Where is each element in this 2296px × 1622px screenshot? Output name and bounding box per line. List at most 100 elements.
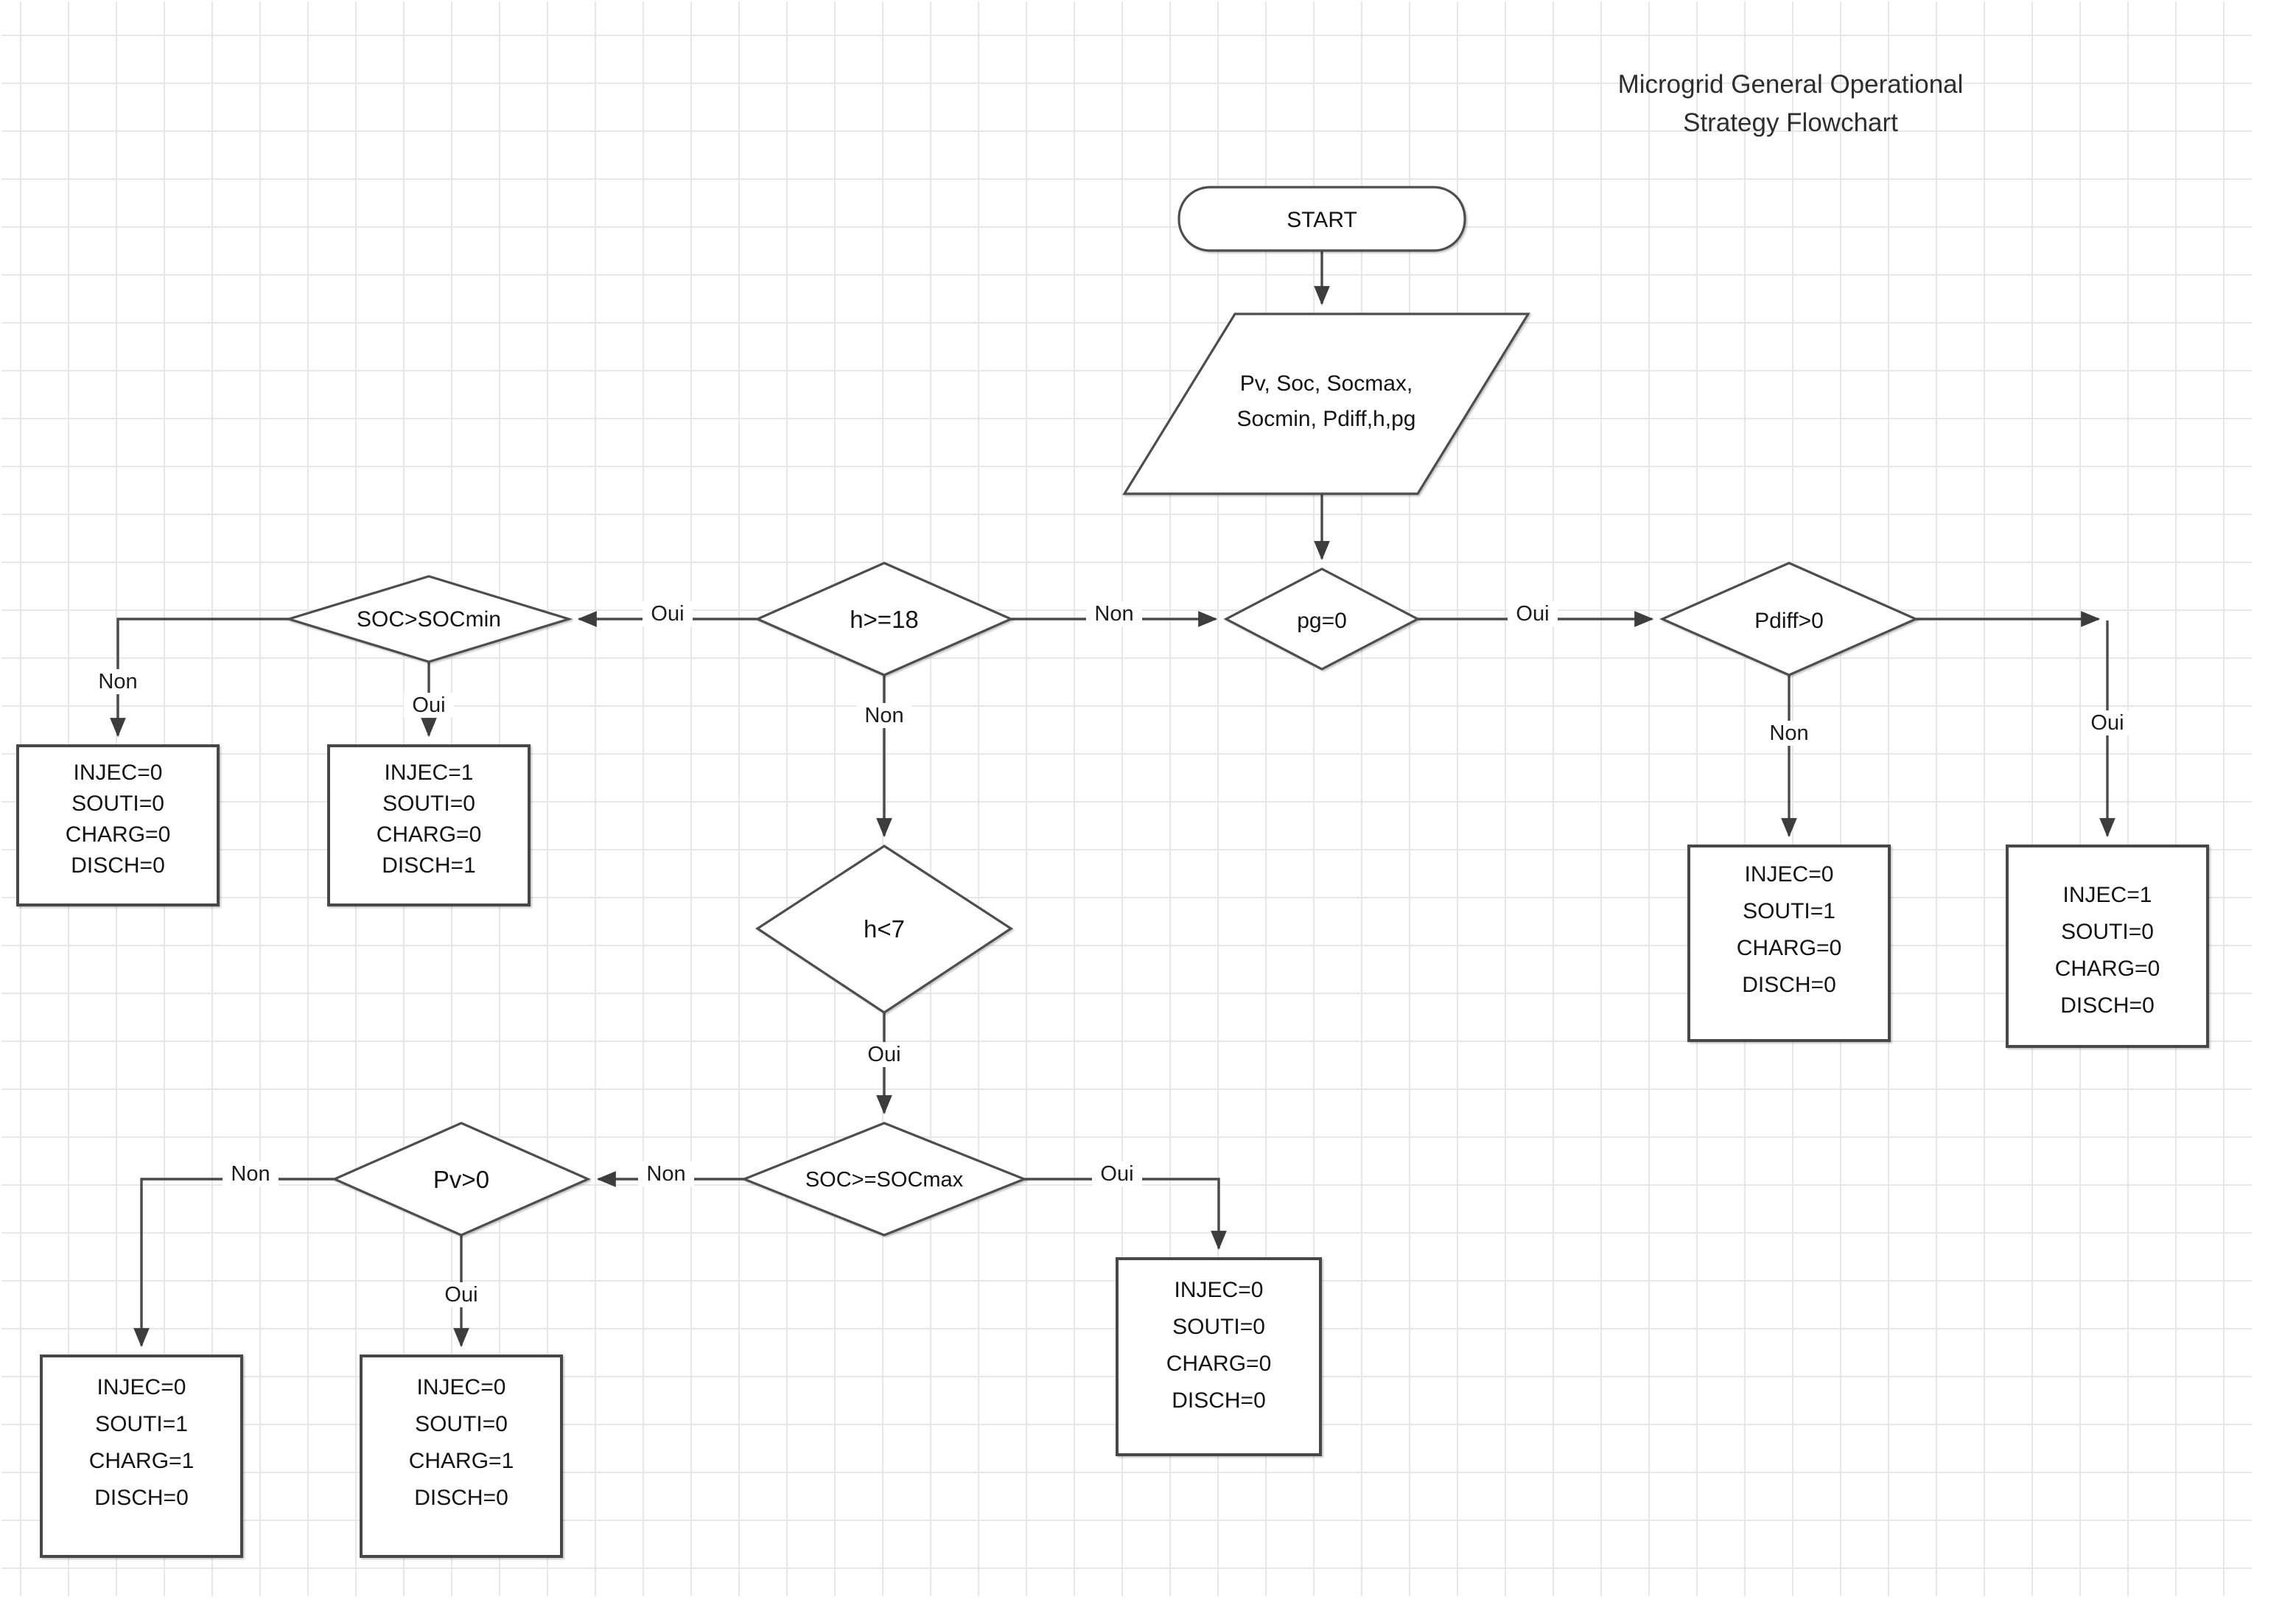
edge-label-socmax-pv: Non <box>638 1161 694 1186</box>
box-line: CHARG=1 <box>89 1449 195 1473</box>
edge-label-text: Non <box>98 670 137 693</box>
node-box-pv-oui: INJEC=0 SOUTI=0 CHARG=1 DISCH=0 <box>360 1354 563 1558</box>
edge-label-text: Non <box>1769 721 1808 745</box>
node-decision-h7: h<7 <box>755 845 1013 1014</box>
edge-label-pv-non: Non <box>223 1161 279 1186</box>
box-line: DISCH=0 <box>94 1486 189 1510</box>
box-line: SOUTI=0 <box>415 1412 508 1436</box>
box-line: DISCH=0 <box>1742 973 1836 997</box>
edge-label-h18-h7: Non <box>856 703 912 728</box>
inputs-parallelogram-shape <box>1122 312 1530 495</box>
edge-socmax-to-box-oui <box>1024 1178 1227 1251</box>
pdiff-diamond-shape <box>1659 562 1919 677</box>
start-label: START <box>1287 208 1357 232</box>
edge-label-socmax-oui: Oui <box>1092 1161 1142 1186</box>
h18-diamond-shape <box>755 562 1014 677</box>
node-box-socmin-non: INJEC=0 SOUTI=0 CHARG=0 DISCH=0 <box>16 744 220 906</box>
edge-labels: Non Oui Oui Non Oui Non Oui Non <box>90 601 2132 1307</box>
box-line: SOUTI=1 <box>95 1412 188 1436</box>
edge-label-text: Non <box>864 704 903 727</box>
pg-label: pg=0 <box>1297 609 1347 633</box>
node-inputs: Pv, Soc, Socmax, Socmin, Pdiff,h,pg <box>1122 312 1530 495</box>
node-box-pdiff-non: INJEC=0 SOUTI=1 CHARG=0 DISCH=0 <box>1687 845 1891 1042</box>
node-decision-pdiff: Pdiff>0 <box>1659 562 1919 677</box>
box-line: SOUTI=0 <box>2061 920 2154 944</box>
nodes: START Pv, Soc, Socmax, Socmin, Pdiff,h,p… <box>16 186 2209 1558</box>
edge-label-h18-socmin: Oui <box>643 601 693 626</box>
node-box-pdiff-oui: INJEC=1 SOUTI=0 CHARG=0 DISCH=0 <box>2006 845 2209 1048</box>
box-line: INJEC=0 <box>74 761 163 785</box>
socmax-diamond-shape <box>741 1122 1028 1237</box>
title-line-1: Microgrid General Operational <box>1618 70 1964 99</box>
socmin-label: SOC>SOCmin <box>357 607 501 632</box>
pdiff-label: Pdiff>0 <box>1754 609 1824 633</box>
box-pv-oui-shape <box>360 1354 563 1558</box>
node-decision-socmin: SOC>SOCmin <box>284 575 573 663</box>
edge-label-socmin-non: Non <box>90 669 146 694</box>
h7-label: h<7 <box>864 915 905 943</box>
edge-label-pdiff-non: Non <box>1761 721 1817 746</box>
box-line: DISCH=0 <box>71 853 165 878</box>
node-decision-socmax: SOC>=SOCmax <box>741 1122 1028 1237</box>
node-decision-h18: h>=18 <box>755 562 1014 677</box>
edge-label-text: Oui <box>444 1283 477 1307</box>
edge-label-text: Non <box>646 1162 685 1186</box>
box-line: CHARG=0 <box>2055 957 2160 981</box>
node-decision-pg: pg=0 <box>1223 567 1421 671</box>
h18-label: h>=18 <box>850 606 919 633</box>
box-line: CHARG=0 <box>66 822 171 847</box>
edge-label-pg-pdiff: Oui <box>1508 601 1558 626</box>
box-line: SOUTI=0 <box>382 791 475 816</box>
box-line: INJEC=0 <box>97 1375 186 1399</box>
box-line: INJEC=1 <box>2063 883 2152 907</box>
edge-label-text: Non <box>231 1162 270 1186</box>
edge-socmin-to-box-non <box>110 618 289 738</box>
node-box-pv-non: INJEC=0 SOUTI=1 CHARG=1 DISCH=0 <box>40 1354 243 1558</box>
edge-label-text: Oui <box>2090 711 2124 735</box>
inputs-line-1: Pv, Soc, Socmax, <box>1240 371 1413 396</box>
box-line: DISCH=1 <box>382 853 476 878</box>
box-line: CHARG=1 <box>409 1449 514 1473</box>
box-line: INJEC=1 <box>385 761 474 785</box>
box-line: INJEC=0 <box>417 1375 506 1399</box>
title-line-2: Strategy Flowchart <box>1683 108 1898 137</box>
box-socmax-oui-shape <box>1116 1257 1322 1456</box>
box-line: DISCH=0 <box>1172 1388 1266 1413</box>
box-pdiff-oui-shape <box>2006 845 2209 1048</box>
edge-label-pv-oui: Oui <box>436 1282 486 1307</box>
box-line: DISCH=0 <box>414 1486 508 1510</box>
edge-label-text: Oui <box>412 693 445 717</box>
box-line: CHARG=0 <box>1737 936 1842 960</box>
box-line: SOUTI=0 <box>71 791 164 816</box>
pg-diamond-shape <box>1223 567 1421 671</box>
box-socmin-oui-shape <box>327 744 531 906</box>
box-line: SOUTI=0 <box>1172 1315 1265 1339</box>
node-box-socmin-oui: INJEC=1 SOUTI=0 CHARG=0 DISCH=1 <box>327 744 531 906</box>
edge-label-socmin-oui: Oui <box>404 693 454 718</box>
node-box-socmax-oui: INJEC=0 SOUTI=0 CHARG=0 DISCH=0 <box>1116 1257 1322 1456</box>
inputs-line-2: Socmin, Pdiff,h,pg <box>1237 407 1416 431</box>
socmax-label: SOC>=SOCmax <box>805 1168 964 1192</box>
box-pdiff-non-shape <box>1687 845 1891 1042</box>
box-line: CHARG=0 <box>1166 1352 1272 1376</box>
box-pv-non-shape <box>40 1354 243 1558</box>
box-line: INJEC=0 <box>1175 1278 1264 1302</box>
edge-label-h7-socmax: Oui <box>859 1042 909 1067</box>
box-line: CHARG=0 <box>377 822 482 847</box>
edge-label-h18-pg: Non <box>1086 601 1142 626</box>
diagram-title: Microgrid General Operational Strategy F… <box>1618 70 1964 137</box>
start-terminator-shape <box>1177 186 1466 252</box>
node-start: START <box>1177 186 1466 252</box>
edge-label-pdiff-oui: Oui <box>2082 710 2132 735</box>
box-line: DISCH=0 <box>2060 993 2155 1018</box>
edge-label-text: Oui <box>651 602 684 626</box>
edge-label-text: Oui <box>1100 1162 1133 1186</box>
edge-label-text: Non <box>1094 602 1133 626</box>
node-decision-pv: Pv>0 <box>332 1122 591 1237</box>
edge-label-text: Oui <box>867 1043 900 1066</box>
edge-label-text: Oui <box>1516 602 1549 626</box>
box-socmin-non-shape <box>16 744 220 906</box>
pv-label: Pv>0 <box>433 1166 489 1193</box>
